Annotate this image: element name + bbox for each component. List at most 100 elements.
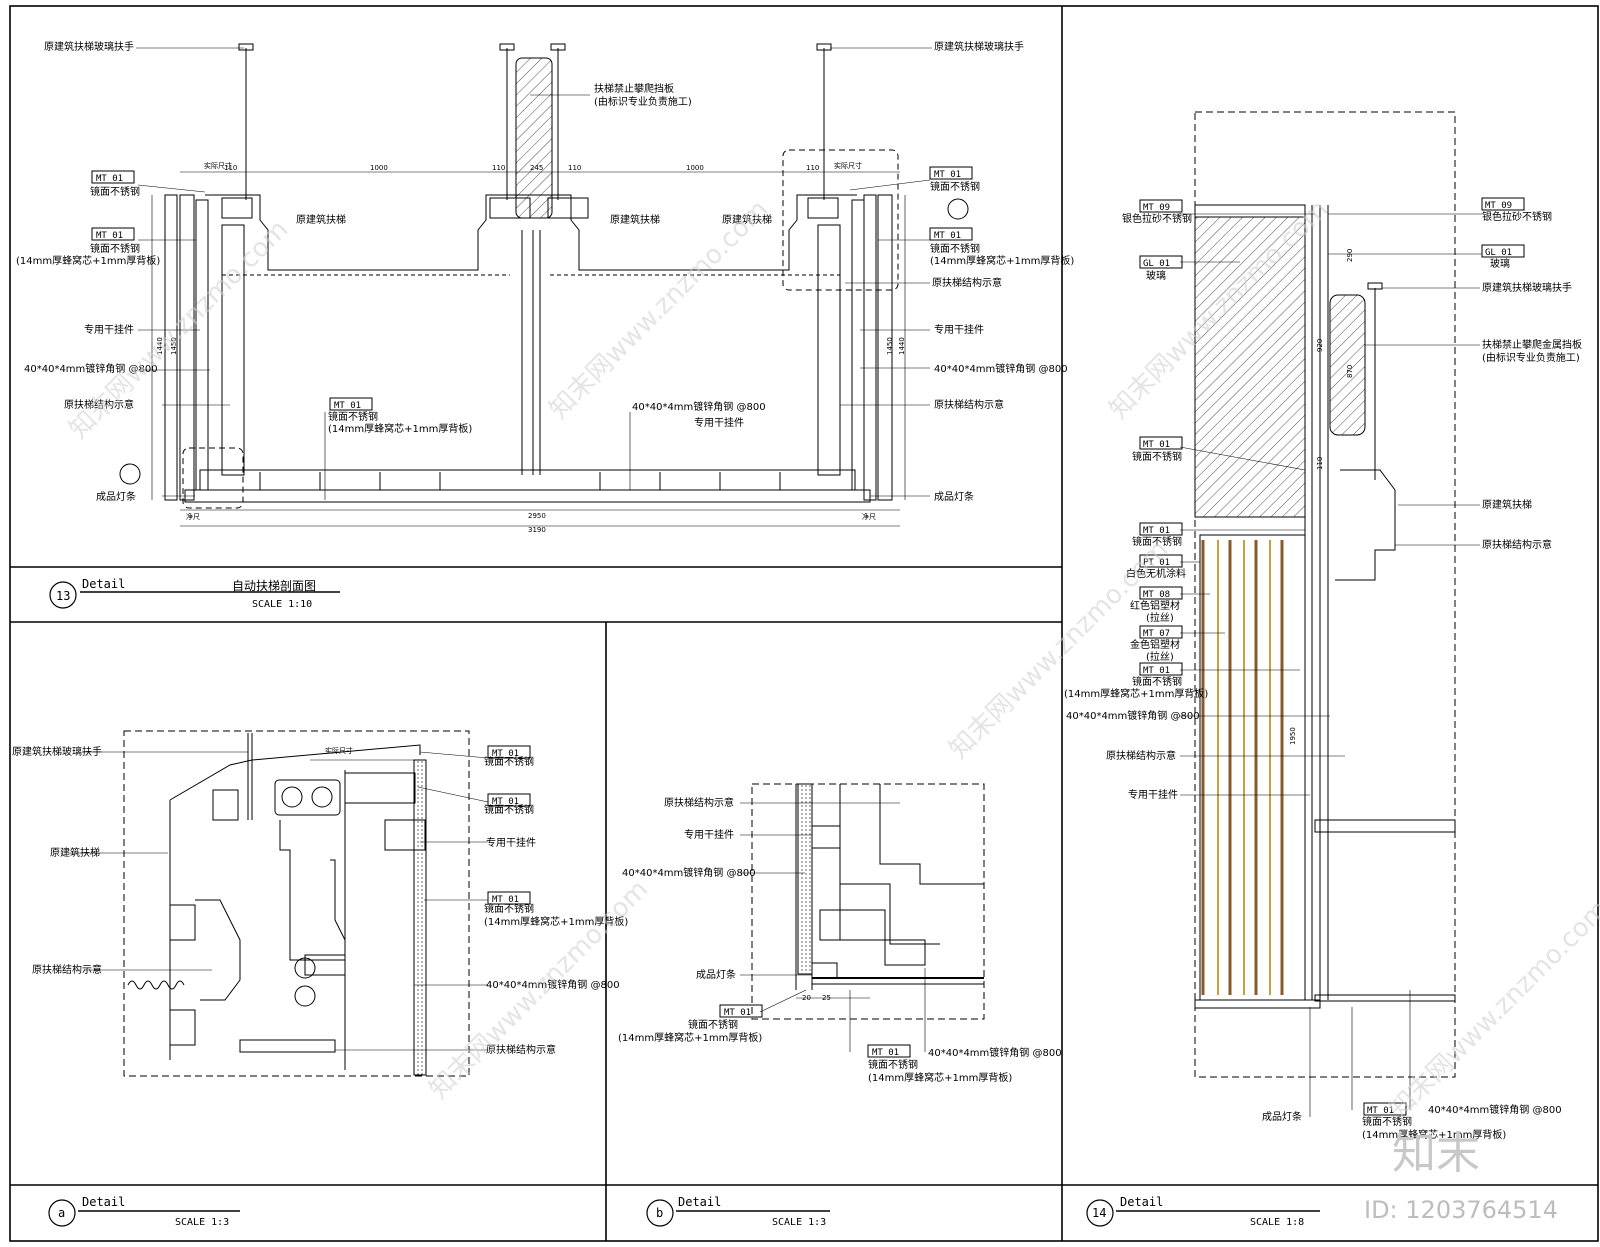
d13-label-center-5: 镜面不锈钢 — [328, 410, 378, 423]
d13-label-center-3: 原建筑扶梯 — [610, 213, 660, 226]
d13-label-center-1: (由标识专业负责施工) — [594, 95, 692, 108]
d13-label-left-7: 成品灯条 — [96, 490, 136, 503]
db-label-7: (14mm厚蜂窝芯+1mm厚背板) — [868, 1071, 1012, 1084]
d13-dim-top-7: 110 — [806, 164, 819, 172]
d13-number: 13 — [56, 589, 70, 603]
detail-14-drawing — [1086, 111, 1525, 1227]
da-tag-0: MT 01 — [492, 749, 519, 759]
d14-label-left-1: 玻璃 — [1146, 269, 1166, 282]
d13-label-right-5: 专用干挂件 — [934, 323, 984, 336]
db-label-6: 镜面不锈钢 — [868, 1058, 918, 1071]
d13-label-right-1: 镜面不锈钢 — [930, 180, 980, 193]
d14-label-left-12: 原扶梯结构示意 — [1106, 749, 1176, 762]
d13-tag-1: MT 01 — [96, 231, 123, 241]
da-label-3: 镜面不锈钢 — [484, 755, 534, 768]
da-label-2: 原扶梯结构示意 — [32, 963, 102, 976]
detail-b-drawing — [646, 783, 985, 1227]
d13-label-center-4: 原建筑扶梯 — [722, 213, 772, 226]
da-word: Detail — [82, 1195, 125, 1209]
d14-label-right-3: 扶梯禁止攀爬金属挡板 — [1482, 338, 1582, 351]
d13-label-right-8: 成品灯条 — [934, 490, 974, 503]
da-label-7: (14mm厚蜂窝芯+1mm厚背板) — [484, 915, 628, 928]
d14-tag-left-3: MT 01 — [1143, 526, 1170, 536]
watermark-text: 知末网www.znzmo.com — [1384, 894, 1600, 1125]
d14-dim-1: 920 — [1316, 339, 1324, 352]
d13-label-right-0: 原建筑扶梯玻璃扶手 — [934, 40, 1024, 53]
d13-label-left-5: 40*40*4mm镀锌角钢 @800 — [24, 362, 158, 375]
d13-label-left-3: (14mm厚蜂窝芯+1mm厚背板) — [16, 254, 160, 267]
db-label-0: 原扶梯结构示意 — [664, 796, 734, 809]
db-label-4: 镜面不锈钢 — [688, 1018, 738, 1031]
d14-label-right-7: 镜面不锈钢 — [1362, 1115, 1412, 1128]
d13-label-center-6: (14mm厚蜂窝芯+1mm厚背板) — [328, 422, 472, 435]
d13-label-left-2: 镜面不锈钢 — [90, 242, 140, 255]
d13-dim-top-2: 1000 — [370, 164, 388, 172]
d13-dim-top-0: 实际尺寸 — [204, 161, 232, 170]
d14-label-right-2: 原建筑扶梯玻璃扶手 — [1482, 281, 1572, 294]
da-dim: 实际尺寸 — [325, 746, 353, 755]
d13-label-right-4: 原扶梯结构示意 — [932, 276, 1002, 289]
d14-label-left-5: 红色铝塑材 — [1130, 599, 1180, 612]
d14-dim-4: 1950 — [1289, 727, 1297, 745]
db-scale: SCALE 1:3 — [772, 1217, 826, 1228]
db-dim-1: 25 — [822, 994, 831, 1002]
d14-label-right-9: 40*40*4mm镀锌角钢 @800 — [1428, 1103, 1562, 1116]
d14-label-left-2: 镜面不锈钢 — [1132, 450, 1182, 463]
da-label-9: 原扶梯结构示意 — [486, 1043, 556, 1056]
d14-label-left-7: 金色铝塑材 — [1130, 638, 1180, 651]
detail-a-drawing — [48, 730, 531, 1227]
da-label-1: 原建筑扶梯 — [50, 846, 100, 859]
d14-tag-left-5: MT 08 — [1143, 590, 1170, 600]
d13-label-right-2: 镜面不锈钢 — [930, 242, 980, 255]
d13-tag-2: MT 01 — [934, 170, 961, 180]
d14-label-right-4: (由标识专业负责施工) — [1482, 351, 1580, 364]
d14-dim-3: 110 — [1316, 457, 1324, 470]
d14-label-left-8: (拉丝) — [1146, 650, 1174, 663]
watermark-text: 知末网www.znzmo.com — [424, 874, 655, 1105]
d14-label-right-8: (14mm厚蜂窝芯+1mm厚背板) — [1362, 1128, 1506, 1141]
d13-label-left-6: 原扶梯结构示意 — [64, 398, 134, 411]
sheet-frame — [9, 5, 1599, 1242]
db-label-8: 40*40*4mm镀锌角钢 @800 — [928, 1046, 1062, 1059]
d13-scale: SCALE 1:10 — [252, 599, 312, 610]
db-dim-0: 20 — [802, 994, 811, 1002]
d14-label-right-5: 原建筑扶梯 — [1482, 498, 1532, 511]
d14-tag-right-0: MT 09 — [1485, 201, 1512, 211]
d13-dim-bottom-2: 净尺 — [186, 512, 200, 521]
db-label-1: 专用干挂件 — [684, 828, 734, 841]
d14-label-left-13: 专用干挂件 — [1128, 788, 1178, 801]
d14-tag-left-1: GL 01 — [1143, 259, 1170, 269]
d14-label-right-1: 玻璃 — [1490, 257, 1510, 270]
db-label-3: 成品灯条 — [696, 968, 736, 981]
da-scale: SCALE 1:3 — [175, 1217, 229, 1228]
d14-label-left-11: 40*40*4mm镀锌角钢 @800 — [1066, 709, 1200, 722]
d13-label-center-8: 专用干挂件 — [694, 416, 744, 429]
d14-number: 14 — [1092, 1206, 1106, 1220]
d13-tag-3: MT 01 — [934, 231, 961, 241]
detail-b-labels: 原扶梯结构示意 专用干挂件 40*40*4mm镀锌角钢 @800 成品灯条 镜面… — [618, 796, 1062, 1228]
d14-dim-2: 870 — [1346, 365, 1354, 378]
d13-dim-side-3: 1440 — [898, 337, 906, 355]
d13-label-right-3: (14mm厚蜂窝芯+1mm厚背板) — [930, 254, 1074, 267]
d13-tag-0: MT 01 — [96, 174, 123, 184]
da-label-0: 原建筑扶梯玻璃扶手 — [12, 745, 102, 758]
detail-13-drawing — [49, 43, 973, 609]
d14-label-right-6: 原扶梯结构示意 — [1482, 538, 1552, 551]
da-label-8: 40*40*4mm镀锌角钢 @800 — [486, 978, 620, 991]
d14-label-left-9: 镜面不锈钢 — [1132, 675, 1182, 688]
db-word: Detail — [678, 1195, 721, 1209]
d14-tag-left-6: MT 07 — [1143, 629, 1170, 639]
d14-dim-0: 290 — [1346, 249, 1354, 262]
d13-tag-4: MT 01 — [334, 401, 361, 411]
d14-scale: SCALE 1:8 — [1250, 1217, 1304, 1228]
d14-label-left-4: 白色无机涂料 — [1126, 567, 1186, 580]
d13-dim-top-4: 245 — [530, 164, 543, 172]
detail-a-labels: 原建筑扶梯玻璃扶手 原建筑扶梯 原扶梯结构示意 镜面不锈钢 镜面不锈钢 专用干挂… — [12, 745, 628, 1228]
da-tag-1: MT 01 — [492, 797, 519, 807]
d13-label-left-4: 专用干挂件 — [84, 323, 134, 336]
db-label-2: 40*40*4mm镀锌角钢 @800 — [622, 866, 756, 879]
d13-label-left-0: 原建筑扶梯玻璃扶手 — [44, 40, 134, 53]
d14-label-left-6: (拉丝) — [1146, 611, 1174, 624]
d13-label-right-6: 40*40*4mm镀锌角钢 @800 — [934, 362, 1068, 375]
db-tag-0: MT 01 — [724, 1008, 751, 1018]
